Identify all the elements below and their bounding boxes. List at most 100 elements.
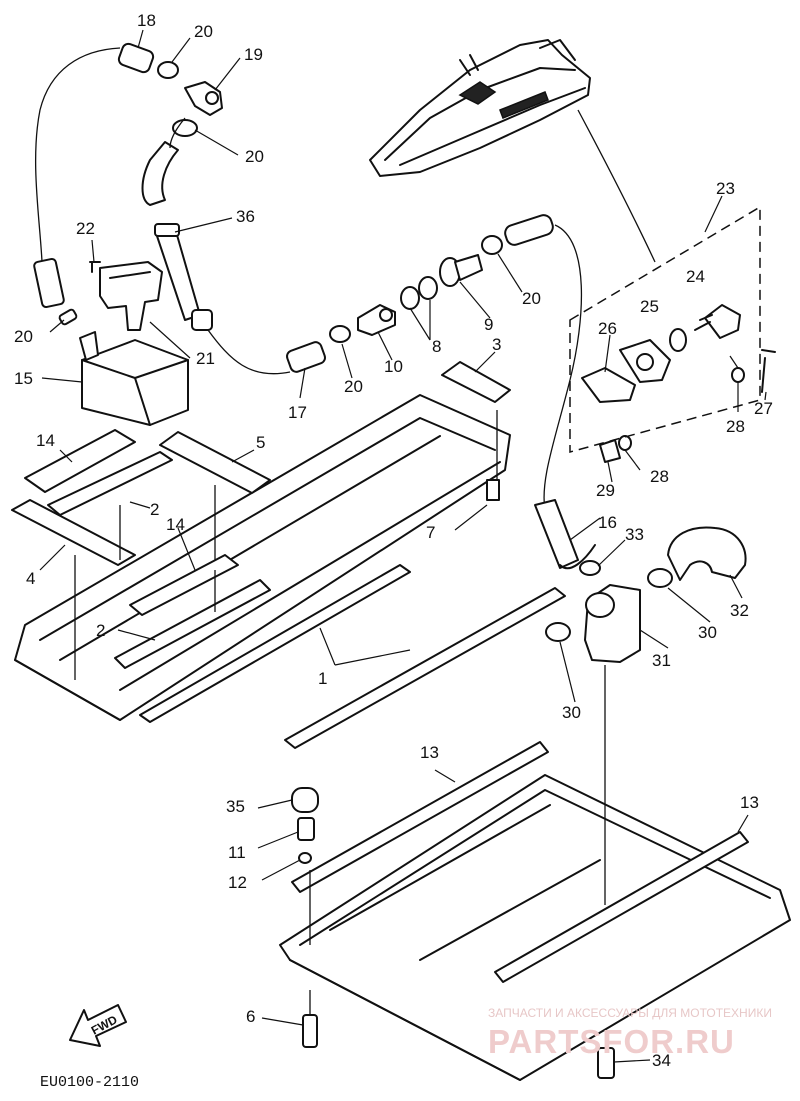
- callout-3: 3: [492, 335, 501, 354]
- screw-22: [89, 261, 101, 273]
- callout-33: 33: [625, 525, 644, 544]
- lower-tray: [279, 774, 791, 1081]
- callout-17: 17: [288, 403, 307, 422]
- callout-5: 5: [256, 433, 265, 452]
- callout-20: 20: [245, 147, 264, 166]
- clamp-20a: [157, 61, 179, 79]
- plate-14b: [129, 554, 239, 616]
- callout-13: 13: [420, 743, 439, 762]
- strip-2a: [47, 451, 173, 516]
- watermark-site: PARTSFOR.RU: [488, 1023, 735, 1060]
- callout-28: 28: [650, 467, 669, 486]
- callout-7: 7: [426, 523, 435, 542]
- clamp-33: [579, 560, 601, 576]
- callout-24: 24: [686, 267, 705, 286]
- strip-1b: [284, 587, 566, 749]
- plate-3: [441, 361, 511, 403]
- washer-28a: [731, 367, 745, 383]
- callout-30: 30: [562, 703, 581, 722]
- callout-20: 20: [194, 22, 213, 41]
- callout-4: 4: [26, 569, 35, 588]
- plate-5: [159, 431, 271, 494]
- plate-14a: [24, 429, 136, 493]
- callout-8: 8: [432, 337, 441, 356]
- clamp-30a: [647, 568, 673, 588]
- valve-24: [694, 304, 741, 339]
- strip-1a: [139, 564, 411, 723]
- plate-4: [11, 499, 136, 566]
- bolt-27: [761, 349, 776, 393]
- fitting-9: [439, 254, 483, 287]
- callout-11: 11: [228, 843, 246, 862]
- tank-15: [79, 331, 189, 426]
- watermark-tagline: ЗАПЧАСТИ И АКСЕССУАРЫ ДЛЯ МОТОТЕХНИКИ: [488, 1006, 772, 1020]
- callout-12: 12: [228, 873, 247, 892]
- callout-14: 14: [36, 431, 55, 450]
- bracket-21: [99, 261, 163, 331]
- callout-26: 26: [598, 319, 617, 338]
- hose-joint-17: [286, 341, 326, 373]
- callout-28: 28: [726, 417, 745, 436]
- callout-2: 2: [96, 621, 105, 640]
- hose-joint-18: [117, 42, 155, 74]
- leader-line-hull: [577, 109, 656, 263]
- clamp-20d: [329, 325, 351, 343]
- callout-20: 20: [344, 377, 363, 396]
- callout-19: 19: [244, 45, 263, 64]
- callout-14: 14: [166, 515, 185, 534]
- elbow-hose-32: [667, 526, 747, 581]
- fitting-10: [357, 304, 396, 336]
- strip-2b: [114, 579, 271, 669]
- cap-35: [291, 787, 319, 813]
- hose-16: [504, 214, 596, 570]
- callout-36: 36: [236, 207, 255, 226]
- housing-31: [584, 584, 641, 663]
- watercraft-illustration: [369, 39, 591, 177]
- callout-25: 25: [640, 297, 659, 316]
- elbow-fitting-19: [184, 81, 223, 116]
- callout-22: 22: [76, 219, 95, 238]
- callout-23: 23: [716, 179, 735, 198]
- plate-26: [581, 339, 671, 403]
- callout-27: 27: [754, 399, 773, 418]
- washer-12: [298, 852, 312, 864]
- hose-routing-upper: [33, 47, 291, 375]
- clamp-30b: [545, 622, 571, 642]
- callout-16: 16: [598, 513, 617, 532]
- upper-frame: [14, 394, 511, 721]
- callout-31: 31: [652, 651, 671, 670]
- callout-15: 15: [14, 369, 33, 388]
- callout-6: 6: [246, 1007, 255, 1026]
- callout-1: 1: [318, 669, 327, 688]
- washer-28b: [618, 435, 632, 451]
- callout-21: 21: [196, 349, 215, 368]
- assembly-box-23: [569, 205, 761, 453]
- callout-32: 32: [730, 601, 749, 620]
- stud-11: [297, 817, 315, 841]
- strip-13b: [494, 831, 749, 983]
- callout-20: 20: [522, 289, 541, 308]
- drawing-code: EU0100-2110: [40, 1074, 139, 1091]
- leader-lines: [39, 29, 767, 1063]
- watermark: ЗАПЧАСТИ И АКСЕССУАРЫ ДЛЯ МОТОТЕХНИКИ PA…: [488, 1006, 772, 1060]
- washer-8a: [400, 286, 420, 310]
- callout-30: 30: [698, 623, 717, 642]
- callout-13: 13: [740, 793, 759, 812]
- callout-10: 10: [384, 357, 403, 376]
- callout-18: 18: [137, 11, 156, 30]
- clamp-20b: [172, 119, 198, 137]
- strip-13a: [291, 741, 549, 893]
- o-ring-25: [669, 328, 687, 352]
- bolt-6: [302, 1014, 318, 1048]
- nut-29: [599, 439, 621, 463]
- clamp-20e: [481, 235, 503, 255]
- callout-2: 2: [150, 500, 159, 519]
- callout-34: 34: [652, 1051, 671, 1070]
- callout-20: 20: [14, 327, 33, 346]
- bolt-34: [597, 1047, 615, 1079]
- callout-35: 35: [226, 797, 245, 816]
- callout-9: 9: [484, 315, 493, 334]
- bolt-7: [486, 479, 500, 501]
- fwd-arrow: FWD: [69, 1004, 127, 1047]
